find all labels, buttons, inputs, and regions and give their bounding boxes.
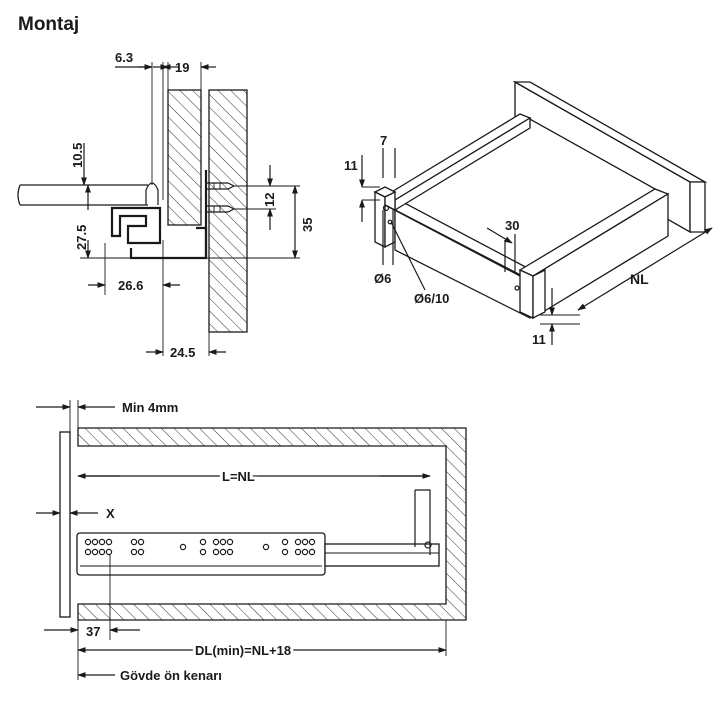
plan-view: Min 4mm L=NL X 37 DL(min)=NL+18 Gövde ön… — [36, 400, 467, 683]
label-min-4mm: Min 4mm — [122, 400, 178, 415]
label-l-eq-nl: L=NL — [222, 469, 255, 484]
section-view: 6.3 19 10.5 27.5 12 35 26.6 2 — [17, 50, 315, 360]
label-front-edge: Gövde ön kenarı — [120, 668, 222, 683]
runner-holes — [84, 538, 316, 556]
dim-11-top: 11 — [344, 158, 358, 173]
label-x: X — [106, 506, 115, 521]
dim-10-5: 10.5 — [70, 143, 85, 168]
dim-24-5: 24.5 — [170, 345, 195, 360]
page-title: Montaj — [18, 14, 79, 35]
dim-30: 30 — [505, 218, 519, 233]
dim-19: 19 — [175, 60, 189, 75]
dim-12: 12 — [262, 193, 277, 207]
label-37: 37 — [86, 624, 100, 639]
dim-35: 35 — [300, 218, 315, 232]
drawer-side-panel — [167, 89, 202, 226]
dim-11-bottom: 11 — [532, 332, 546, 347]
dim-27-5: 27.5 — [74, 225, 89, 250]
dim-dia-6: Ø6 — [374, 271, 391, 286]
dim-dia-6-10: Ø6/10 — [414, 291, 449, 306]
front-panel — [59, 431, 71, 618]
cabinet-carcass — [77, 427, 467, 621]
dim-26-6: 26.6 — [118, 278, 143, 293]
isometric-view: 7 11 Ø6 Ø6/10 30 NL 11 — [344, 80, 713, 347]
dim-nl: NL — [630, 271, 649, 287]
dim-6-3: 6.3 — [115, 50, 133, 65]
label-dl-min: DL(min)=NL+18 — [195, 643, 291, 658]
cabinet-side-panel — [208, 89, 248, 333]
dim-7: 7 — [380, 133, 387, 148]
runner-profile — [110, 206, 162, 245]
